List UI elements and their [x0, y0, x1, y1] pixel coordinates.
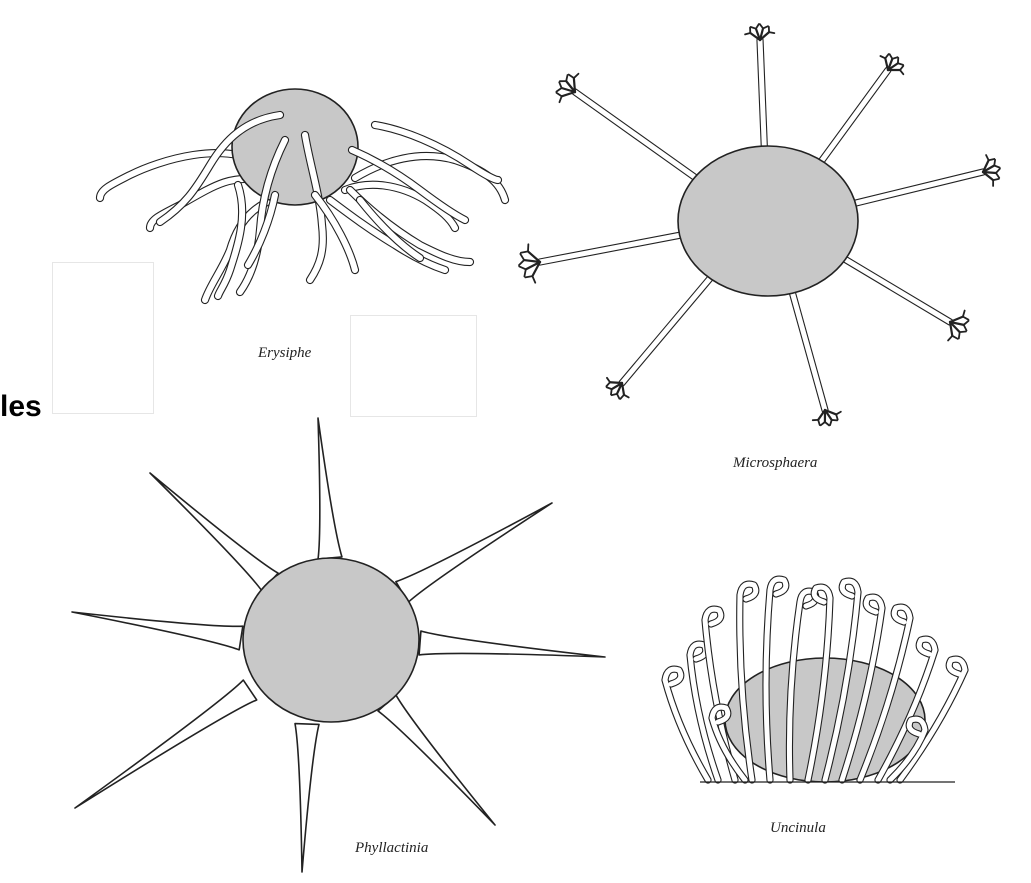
microsphaera-appendage [817, 70, 888, 168]
microsphaera-branch-tip [813, 410, 841, 425]
microsphaera-branch-tip [948, 311, 968, 341]
microsphaera-appendage [622, 272, 716, 383]
caption-phyllactinia: Phyllactinia [355, 840, 428, 857]
phyllactinia-figure [72, 418, 605, 872]
phyllactinia-body [243, 558, 419, 722]
microsphaera-branch-tip [519, 244, 540, 282]
microsphaera-appendage [791, 286, 825, 410]
microsphaera-appendage [575, 92, 703, 183]
erysiphe-body [232, 89, 358, 205]
phyllactinia-spine [396, 503, 552, 602]
microsphaera-branch-tip [745, 24, 774, 40]
erysiphe-figure [100, 89, 505, 300]
phyllactinia-spine [318, 418, 342, 559]
microsphaera-appendage [844, 172, 983, 206]
microsphaera-appendage [836, 254, 950, 322]
microsphaera-appendage [540, 233, 691, 262]
phyllactinia-spine [295, 724, 319, 872]
phyllactinia-spine [419, 631, 605, 657]
caption-erysiphe: Erysiphe [258, 345, 311, 362]
microsphaera-body [678, 146, 858, 296]
phyllactinia-spine [378, 695, 495, 825]
erysiphe-appendage [205, 190, 300, 300]
caption-microsphaera: Microsphaera [733, 455, 817, 472]
microsphaera-appendage [760, 40, 765, 153]
phyllactinia-spine [72, 612, 243, 650]
microsphaera-branch-tip [556, 74, 578, 102]
phyllactinia-spine [150, 473, 278, 591]
caption-uncinula: Uncinula [770, 820, 826, 837]
uncinula-figure [665, 579, 965, 812]
phyllactinia-spine [75, 680, 257, 808]
microsphaera-figure [519, 24, 1000, 425]
microsphaera-branch-tip [983, 155, 1000, 186]
